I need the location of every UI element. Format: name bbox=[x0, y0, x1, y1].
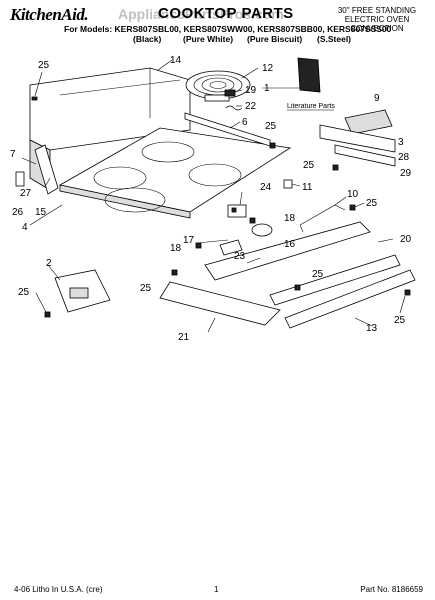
desc-line-2: ELECTRIC OVEN bbox=[344, 15, 410, 24]
callout-25: 25 bbox=[312, 269, 324, 280]
footer-litho: 4-06 Litho In U.S.A. (cre) bbox=[14, 585, 103, 594]
callout-24: 24 bbox=[260, 182, 272, 193]
literature-parts: Literature Parts bbox=[287, 57, 335, 111]
callout-26: 26 bbox=[12, 207, 24, 218]
callout-12: 12 bbox=[262, 63, 274, 74]
desc-line-1: 30" FREE STANDING bbox=[337, 6, 417, 15]
bottom-channel bbox=[159, 281, 281, 326]
spring bbox=[225, 105, 243, 111]
callout-25: 25 bbox=[18, 287, 30, 298]
callout-1: 1 bbox=[264, 83, 270, 94]
bolt bbox=[283, 179, 293, 189]
callout-9: 9 bbox=[374, 93, 380, 104]
callout-21: 21 bbox=[178, 332, 190, 343]
brand-logo: KitchenAid. bbox=[10, 5, 89, 24]
callout-25: 25 bbox=[303, 160, 315, 171]
control-bracket bbox=[54, 269, 111, 313]
callout-20: 20 bbox=[400, 234, 412, 245]
model-list: For Models: KERS807SBL00, KERS807SWW00, … bbox=[64, 24, 392, 34]
watermark: AppliancePartsPros.com bbox=[118, 6, 284, 22]
small-bracket bbox=[219, 239, 243, 256]
callout-11: 11 bbox=[302, 182, 313, 193]
sensor bbox=[251, 223, 273, 237]
callout-25: 25 bbox=[38, 60, 50, 71]
callouts: 25 14 12 1 19 22 6 25 9 3 28 29 25 7 27 … bbox=[10, 55, 412, 343]
color-biscuit: (Pure Biscuit) bbox=[247, 34, 303, 44]
callout-25: 25 bbox=[265, 121, 277, 132]
callout-25: 25 bbox=[140, 283, 152, 294]
lower-rail bbox=[284, 269, 416, 329]
product-description: 30" FREE STANDING ELECTRIC OVEN CONVECTI… bbox=[331, 6, 423, 33]
page-title: COOKTOP PARTS bbox=[158, 5, 294, 22]
callout-28: 28 bbox=[398, 152, 410, 163]
callout-18: 18 bbox=[284, 213, 296, 224]
callout-29: 29 bbox=[400, 168, 412, 179]
callout-7: 7 bbox=[10, 149, 16, 160]
callout-16: 16 bbox=[284, 239, 296, 250]
callout-6: 6 bbox=[242, 117, 248, 128]
side-rail bbox=[269, 254, 401, 306]
screw-group bbox=[31, 96, 411, 318]
callout-25: 25 bbox=[394, 315, 406, 326]
callout-19: 19 bbox=[245, 85, 257, 96]
leader-lines bbox=[21, 59, 406, 333]
rear-bracket bbox=[319, 109, 396, 167]
desc-line-3: CONVECTION bbox=[350, 24, 404, 33]
infinite-switch bbox=[227, 204, 247, 218]
front-frame bbox=[204, 221, 371, 281]
clip bbox=[224, 89, 236, 97]
callout-13: 13 bbox=[366, 323, 378, 334]
side-trim bbox=[15, 144, 59, 195]
cooktop-glass bbox=[58, 127, 292, 219]
callout-14: 14 bbox=[170, 55, 182, 66]
surface-element bbox=[185, 70, 251, 102]
callout-4: 4 bbox=[22, 222, 28, 233]
callout-23: 23 bbox=[234, 251, 246, 262]
callout-25: 25 bbox=[366, 198, 378, 209]
callout-22: 22 bbox=[245, 101, 257, 112]
literature-label: Literature Parts bbox=[287, 103, 335, 110]
callout-15: 15 bbox=[35, 207, 47, 218]
callout-10: 10 bbox=[347, 189, 359, 200]
color-steel: (S.Steel) bbox=[317, 34, 352, 44]
callout-17: 17 bbox=[183, 235, 195, 246]
callout-2: 2 bbox=[46, 258, 52, 269]
color-white: (Pure White) bbox=[183, 34, 234, 44]
footer-part-no: Part No. 8186659 bbox=[360, 585, 423, 594]
footer-page: 1 bbox=[214, 585, 219, 594]
callout-27: 27 bbox=[20, 188, 32, 199]
callout-3: 3 bbox=[398, 137, 404, 148]
callout-18: 18 bbox=[170, 243, 182, 254]
color-black: (Black) bbox=[133, 34, 162, 44]
